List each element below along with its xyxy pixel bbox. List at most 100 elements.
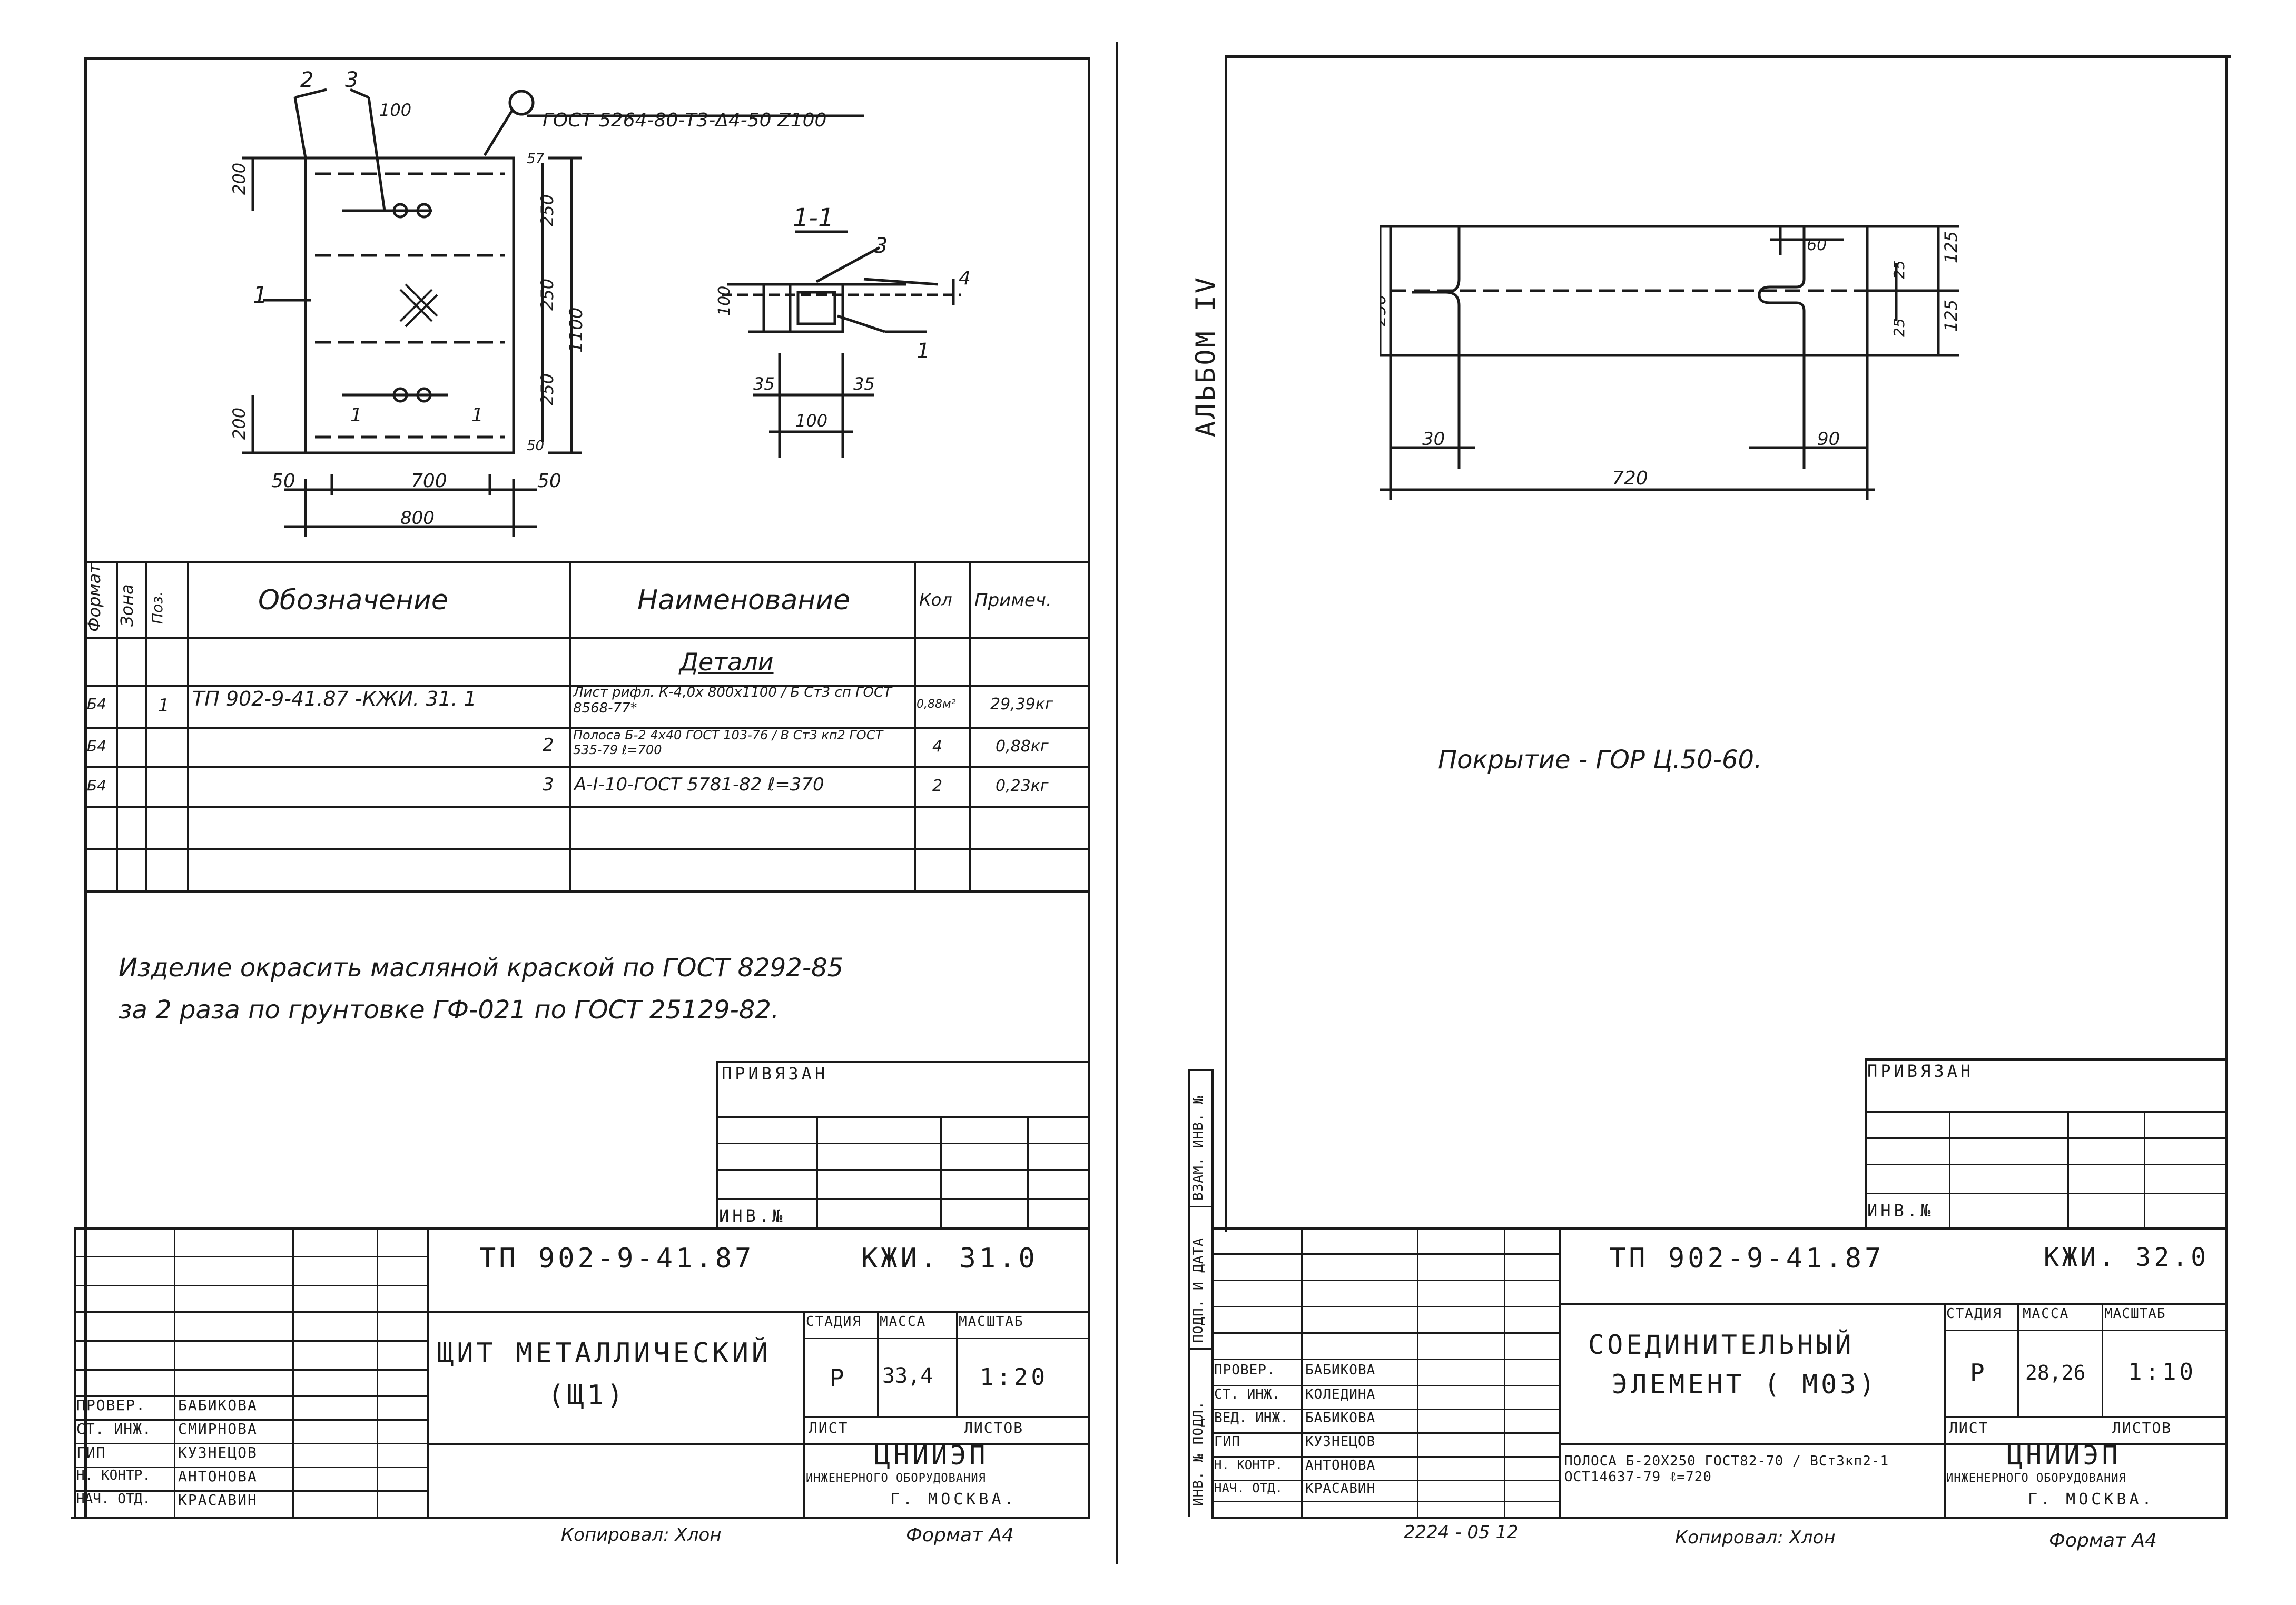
dim-250: 250: [1380, 294, 1390, 326]
role-label: ПРОВЕР.: [1214, 1362, 1276, 1378]
callout-3: 3: [345, 68, 358, 92]
connector-drawing: 250 60 25 25 125 125 30 90 720: [1380, 225, 1961, 500]
album-label: АЛЬБОМ IV: [1190, 275, 1221, 437]
role-label: СТ. ИНЖ.: [76, 1420, 152, 1438]
sheets-header: ЛИСТОВ: [2112, 1419, 2172, 1436]
role-label: ГИП: [76, 1444, 106, 1461]
col-format: Формат: [84, 563, 104, 632]
callout-1: 1: [253, 282, 268, 309]
scale-header: МАСШТАБ: [959, 1314, 1024, 1330]
sheet-code: КЖИ. 32.0: [2044, 1243, 2210, 1272]
item-name-line2: (Щ1): [548, 1380, 627, 1411]
callout-2: 2: [300, 68, 313, 92]
row-qty: 4: [932, 737, 943, 756]
sheet-divider: [1116, 42, 1118, 1564]
format-label: Формат А4: [906, 1524, 1014, 1546]
sheet-header: ЛИСТ: [1949, 1419, 1989, 1436]
item-name-line1: ЩИТ МЕТАЛЛИЧЕСКИЙ: [437, 1337, 772, 1369]
name-label: БАБИКОВА: [178, 1396, 258, 1414]
role-label: ВЕД. ИНЖ.: [1214, 1410, 1288, 1426]
row-format: Б4: [87, 695, 107, 712]
role-label: НАЧ. ОТД.: [1214, 1481, 1283, 1495]
weld-note: ГОСТ 5264-80-Т3-Δ4-50 Z100: [543, 110, 826, 131]
dim-1100: 1100: [566, 307, 587, 353]
dim-90: 90: [1817, 429, 1840, 450]
mass-header: МАССА: [2023, 1306, 2070, 1322]
dim-200-bot: 200: [229, 408, 249, 440]
name-label: АНТОНОВА: [178, 1468, 258, 1485]
paint-note-line1: Изделие окрасить масляной краской по ГОС…: [119, 953, 844, 983]
row-designation: ТП 902-9-41.87 -КЖИ. 31. 1: [192, 687, 477, 710]
row-pos: 1: [158, 695, 170, 716]
stage-value: Р: [1970, 1359, 1988, 1387]
name-label: БАБИКОВА: [1305, 1362, 1376, 1378]
scale-value: 1:10: [2128, 1359, 2196, 1385]
sec-callout-1: 1: [917, 339, 930, 363]
org-line2: ИНЖЕНЕРНОГО ОБОРУДОВАНИЯ: [806, 1472, 986, 1485]
inv-no-label: ИНВ.№: [719, 1206, 786, 1226]
sec-callout-3: 3: [874, 234, 888, 258]
sheet-header: ЛИСТ: [809, 1419, 849, 1436]
org-name: ЦНИИЭП: [874, 1440, 989, 1471]
dim-250-b: 250: [537, 279, 557, 311]
name-label: СМИРНОВА: [178, 1420, 258, 1438]
col-designation: Обозначение: [258, 584, 448, 616]
row-note: 29,39кг: [990, 695, 1053, 714]
name-label: КУЗНЕЦОВ: [178, 1444, 258, 1461]
section-mark-b: 1: [471, 404, 484, 426]
role-label: Н. КОНТР.: [76, 1468, 151, 1483]
material-spec: ПОЛОСА Б-20Х250 ГОСТ82-70 / ВСт3кп2-1 ОС…: [1564, 1453, 1889, 1485]
dim-250-c: 250: [537, 373, 557, 405]
col-note: Примеч.: [974, 590, 1052, 611]
dim-60: 60: [1807, 236, 1827, 254]
item-name-line2: ЭЛЕМЕНТ ( М03): [1612, 1369, 1878, 1400]
dim-50-left: 50: [271, 470, 295, 492]
privyazan-label: ПРИВЯЗАН: [722, 1064, 829, 1084]
row-note: 0,88кг: [996, 737, 1049, 756]
role-label: НАЧ. ОТД.: [76, 1491, 151, 1507]
dim-125b: 125: [1941, 300, 1961, 332]
side-label: ИНВ. № ПОДЛ.: [1190, 1401, 1206, 1506]
mass-header: МАССА: [880, 1314, 927, 1330]
col-zone: Зона: [117, 584, 137, 627]
sec-dim-35a: 35: [753, 374, 775, 394]
dim-800: 800: [400, 508, 435, 529]
org-name: ЦНИИЭП: [2007, 1440, 2121, 1471]
dim-50: 50: [527, 438, 544, 454]
role-label: СТ. ИНЖ.: [1214, 1386, 1280, 1402]
mass-value: 28,26: [2025, 1361, 2086, 1384]
role-label: Н. КОНТР.: [1214, 1458, 1283, 1472]
item-name-line1: СОЕДИНИТЕЛЬНЫЙ: [1588, 1330, 1855, 1360]
copied-by: Копировал: Хлон: [1675, 1527, 1836, 1548]
sheet-code: КЖИ. 31.0: [861, 1243, 1038, 1274]
dim-125a: 125: [1941, 231, 1961, 263]
dim-57: 57: [527, 151, 545, 167]
scale-value: 1:20: [980, 1364, 1048, 1391]
dim-50-right: 50: [537, 470, 561, 492]
sheets-header: ЛИСТОВ: [964, 1419, 1024, 1436]
col-name: Наименование: [637, 584, 851, 616]
sec-dim-35b: 35: [853, 374, 875, 394]
archive-number: 2224 - 05 12: [1404, 1522, 1519, 1543]
dim-250-a: 250: [537, 194, 557, 226]
org-line2: ИНЖЕНЕРНОГО ОБОРУДОВАНИЯ: [1946, 1472, 2126, 1485]
inv-no-label: ИНВ.№: [1867, 1201, 1934, 1221]
name-label: КРАСАВИН: [1305, 1481, 1376, 1497]
mass-value: 33,4: [882, 1364, 933, 1388]
row-format: Б4: [87, 777, 107, 794]
row-format: Б4: [87, 737, 107, 755]
row-name: Лист рифл. К-4,0х 800х1100 / Б Ст3 сп ГО…: [573, 685, 892, 716]
row-note: 0,23кг: [996, 777, 1049, 795]
name-label: КОЛЕДИНА: [1305, 1386, 1376, 1402]
dim-25a: 25: [1890, 260, 1908, 279]
row-name: Полоса Б-2 4х40 ГОСТ 103-76 / В Ст3 кп2 …: [573, 728, 883, 757]
org-city: Г. МОСКВА.: [2028, 1490, 2155, 1509]
shield-drawing: 2 3 100 ГОСТ 5264-80-Т3-Δ4-50 Z100 57 20…: [229, 68, 971, 537]
section-title: 1-1: [793, 203, 834, 233]
dim-700: 700: [411, 470, 447, 492]
doc-code: ТП 902-9-41.87: [479, 1243, 755, 1274]
sec-dim-100: 100: [715, 286, 734, 316]
dim-100-top: 100: [379, 100, 411, 120]
privyazan-label: ПРИВЯЗАН: [1867, 1061, 1974, 1081]
col-pos: Поз.: [149, 591, 166, 624]
